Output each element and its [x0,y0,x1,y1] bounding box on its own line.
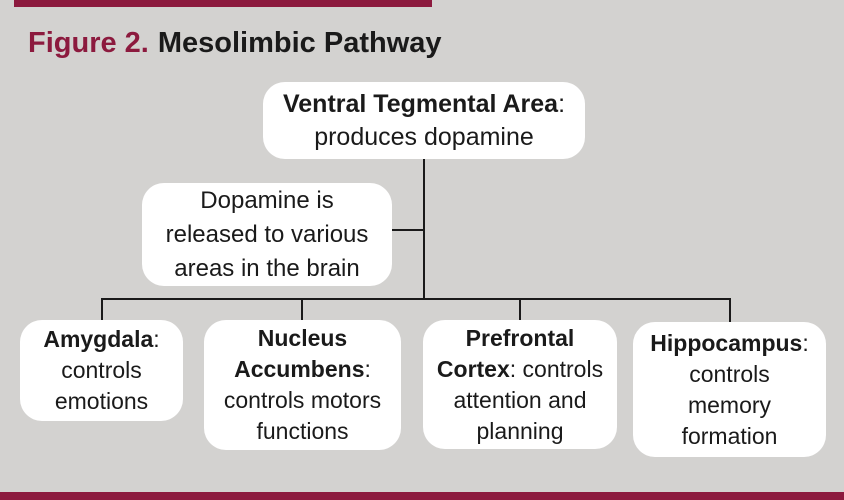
bottom-accent-bar [0,492,844,500]
node-line: controls motors [223,387,382,413]
node-dopamine-note: Dopamine is released to various areas in… [142,183,392,286]
connector-vta-vertical [423,159,425,299]
connector-distribution-horizontal [101,298,731,300]
node-line: Nucleus [257,325,348,351]
node-ventral-tegmental-area: Ventral Tegmental Area: produces dopamin… [263,82,585,159]
node-line: planning [476,417,564,444]
connector-note-horizontal [392,229,423,231]
node-line: Accumbens: [234,356,371,382]
connector-stub-nucleus-accumbens [301,298,303,322]
node-line: produces dopamine [314,122,534,151]
node-line: emotions [54,388,149,414]
figure-title: Figure 2.Mesolimbic Pathway [28,27,442,60]
node-hippocampus: Hippocampus: controls memory formation [633,322,826,457]
node-line: attention and [453,386,587,413]
node-line: areas in the brain [174,254,360,282]
node-line: controls [689,360,770,387]
connector-stub-prefrontal-cortex [519,298,521,322]
node-line: Amygdala: [43,326,160,352]
node-line: Ventral Tegmental Area: [282,89,566,118]
connector-stub-amygdala [101,298,103,322]
figure-label: Figure 2. [28,27,149,59]
node-line: released to various [165,220,369,248]
figure-name: Mesolimbic Pathway [157,27,442,59]
node-line: Hippocampus: [650,329,809,356]
node-prefrontal-cortex: Prefrontal Cortex: controls attention an… [423,320,617,449]
node-nucleus-accumbens: Nucleus Accumbens: controls motors funct… [204,320,401,450]
node-line: Dopamine is [200,186,334,214]
node-line: formation [681,422,778,449]
node-line: controls [61,357,142,383]
connector-stub-hippocampus [729,298,731,324]
top-accent-bar [14,0,432,7]
node-line: Cortex: controls [436,355,604,382]
node-line: Prefrontal [465,324,575,351]
node-line: memory [687,391,772,418]
node-line: functions [256,418,349,444]
node-amygdala: Amygdala: controls emotions [20,320,183,421]
